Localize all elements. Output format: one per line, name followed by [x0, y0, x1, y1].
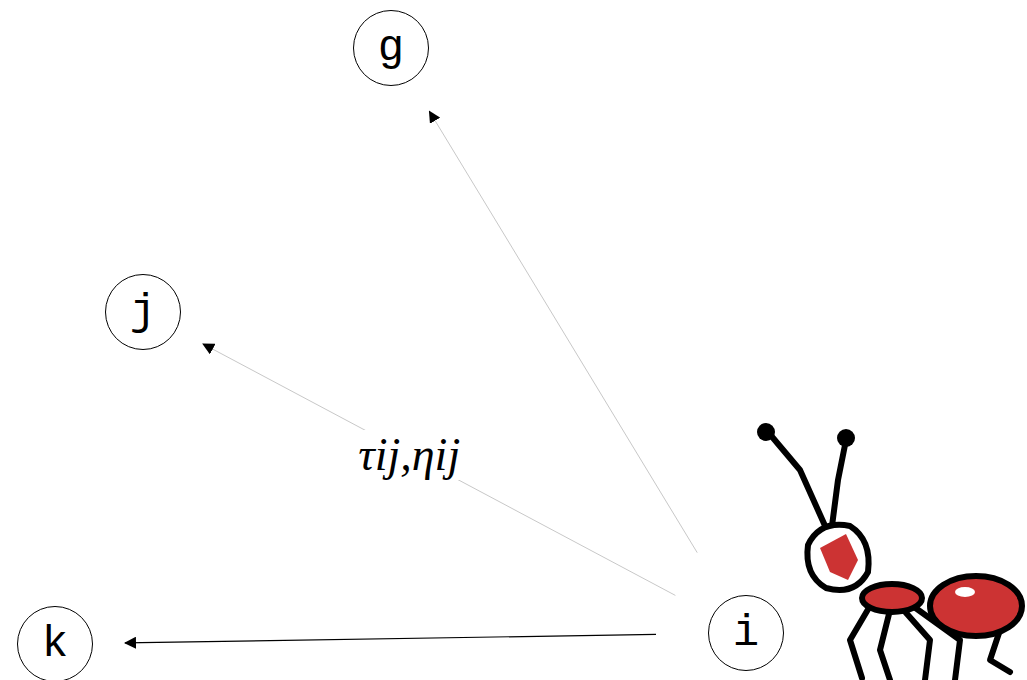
node-letter: j — [130, 290, 156, 334]
state-circle: k — [17, 606, 93, 680]
state-circle: i — [708, 595, 784, 671]
arrow-connector — [125, 634, 656, 642]
arrow-connector — [429, 111, 697, 552]
state-circle: g — [353, 10, 429, 86]
node-letter: g — [378, 26, 404, 70]
node-letter: k — [42, 622, 68, 666]
edge-label: τij,ηij — [354, 430, 464, 480]
arrow-connector — [203, 344, 675, 595]
node-letter: i — [733, 611, 759, 655]
state-circle: j — [105, 274, 181, 350]
